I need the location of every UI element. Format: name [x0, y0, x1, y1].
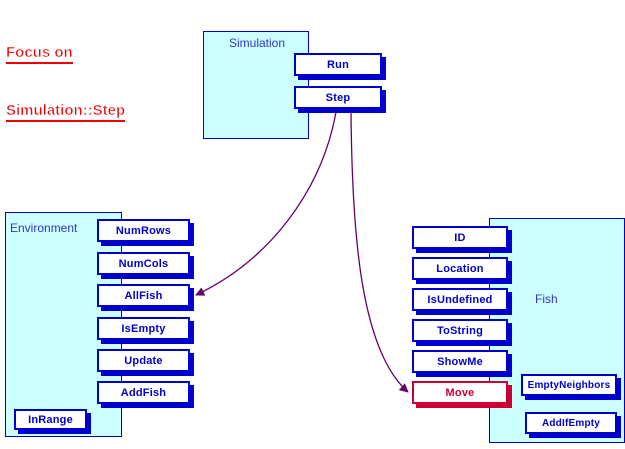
method-showme-label: ShowMe: [437, 355, 483, 368]
method-step-label: Step: [325, 91, 351, 104]
method-id[interactable]: ID: [412, 226, 508, 249]
class-label-simulation: Simulation: [229, 36, 286, 50]
method-addifempty[interactable]: AddIfEmpty: [525, 412, 617, 434]
method-isundefined-label: IsUndefined: [427, 293, 493, 306]
method-addifempty-label: AddIfEmpty: [541, 417, 601, 429]
method-isempty[interactable]: IsEmpty: [97, 317, 190, 340]
method-inrange[interactable]: InRange: [14, 409, 87, 430]
method-move[interactable]: Move: [412, 381, 508, 404]
method-run[interactable]: Run: [294, 53, 382, 76]
method-numrows-label: NumRows: [115, 224, 172, 237]
method-tostring[interactable]: ToString: [412, 319, 508, 342]
method-addfish-label: AddFish: [120, 386, 167, 399]
method-run-label: Run: [327, 58, 349, 71]
method-inrange-label: InRange: [28, 413, 73, 426]
method-allfish-label: AllFish: [124, 289, 163, 302]
method-emptyneighbors-label: EmptyNeighbors: [527, 379, 611, 391]
method-tostring-label: ToString: [437, 324, 483, 337]
method-id-label: ID: [454, 231, 466, 244]
method-isempty-label: IsEmpty: [121, 322, 166, 335]
method-update-label: Update: [124, 354, 163, 367]
method-numrows[interactable]: NumRows: [97, 219, 190, 242]
method-numcols[interactable]: NumCols: [97, 252, 190, 275]
arrow-step-to-move: [350, 111, 409, 393]
method-addfish[interactable]: AddFish: [97, 381, 190, 404]
method-allfish[interactable]: AllFish: [97, 284, 190, 307]
method-numcols-label: NumCols: [118, 257, 169, 270]
method-emptyneighbors[interactable]: EmptyNeighbors: [521, 374, 617, 396]
method-location-label: Location: [436, 262, 484, 275]
class-box-fish[interactable]: [489, 218, 625, 443]
page-title-line-2: Simulation::Step: [6, 102, 125, 122]
arrow-step-to-allfish: [195, 111, 337, 296]
method-update[interactable]: Update: [97, 349, 190, 372]
method-location[interactable]: Location: [412, 257, 508, 280]
class-label-fish: Fish: [535, 292, 558, 306]
page-title: Focus on Simulation::Step: [6, 8, 125, 160]
class-label-environment: Environment: [10, 221, 78, 235]
method-move-label: Move: [445, 386, 475, 399]
method-step[interactable]: Step: [294, 86, 382, 109]
method-isundefined[interactable]: IsUndefined: [412, 288, 508, 311]
method-showme[interactable]: ShowMe: [412, 350, 508, 373]
page-title-line-1: Focus on: [6, 44, 73, 64]
